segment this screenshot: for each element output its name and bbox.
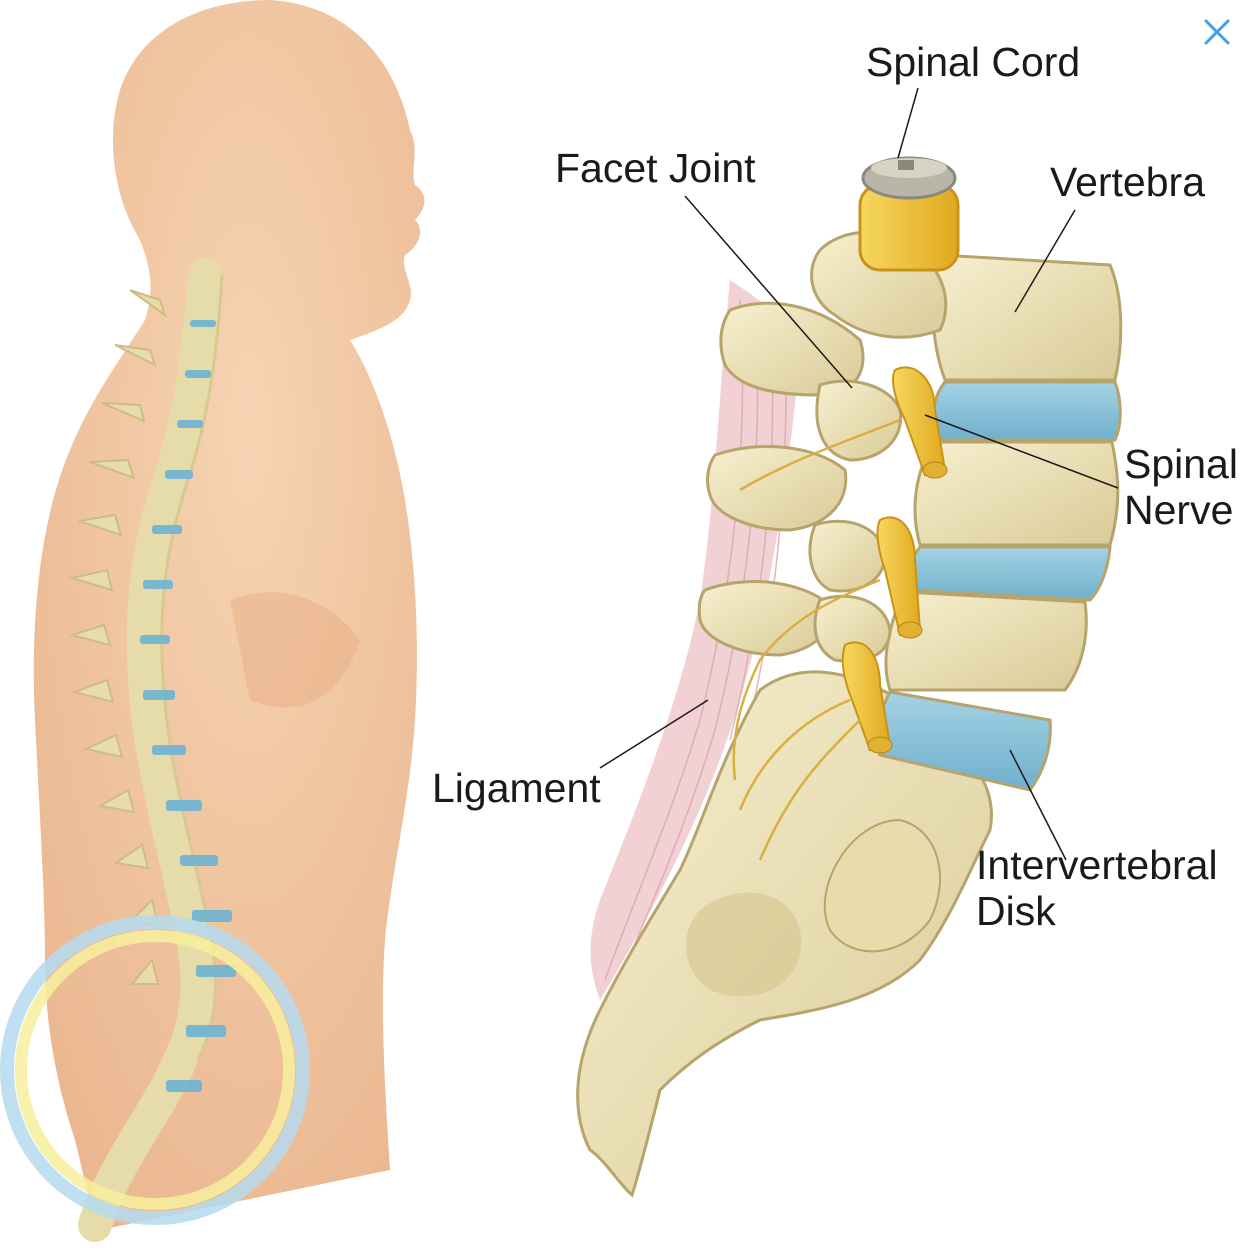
label-spinal-nerve-line2: Nerve [1124,486,1234,533]
callout-leader-lines [599,87,1119,861]
label-spinal-nerve: Spinal Nerve [1124,441,1238,534]
vertebra-processes [697,230,948,663]
human-body-silhouette [33,0,425,1230]
sacrum-bone [576,670,993,1198]
label-vertebra: Vertebra [1050,159,1205,205]
label-intervertebral-line1: Intervertebral [976,842,1218,888]
spinal-cord [858,156,960,272]
label-spinal-nerve-line1: Spinal [1124,441,1238,487]
spinal-nerves [732,366,948,861]
lumbar-highlight-ring [0,915,310,1225]
label-facet-joint: Facet Joint [555,145,756,191]
label-ligament: Ligament [432,765,601,811]
label-intervertebral-disk: Intervertebral Disk [976,842,1218,935]
label-spinal-cord: Spinal Cord [866,39,1081,85]
body-spine-column [68,258,236,1242]
close-icon [1204,19,1230,45]
label-intervertebral-line2: Disk [976,887,1056,934]
vertebra-bodies [876,253,1123,792]
close-button[interactable] [1197,12,1237,52]
